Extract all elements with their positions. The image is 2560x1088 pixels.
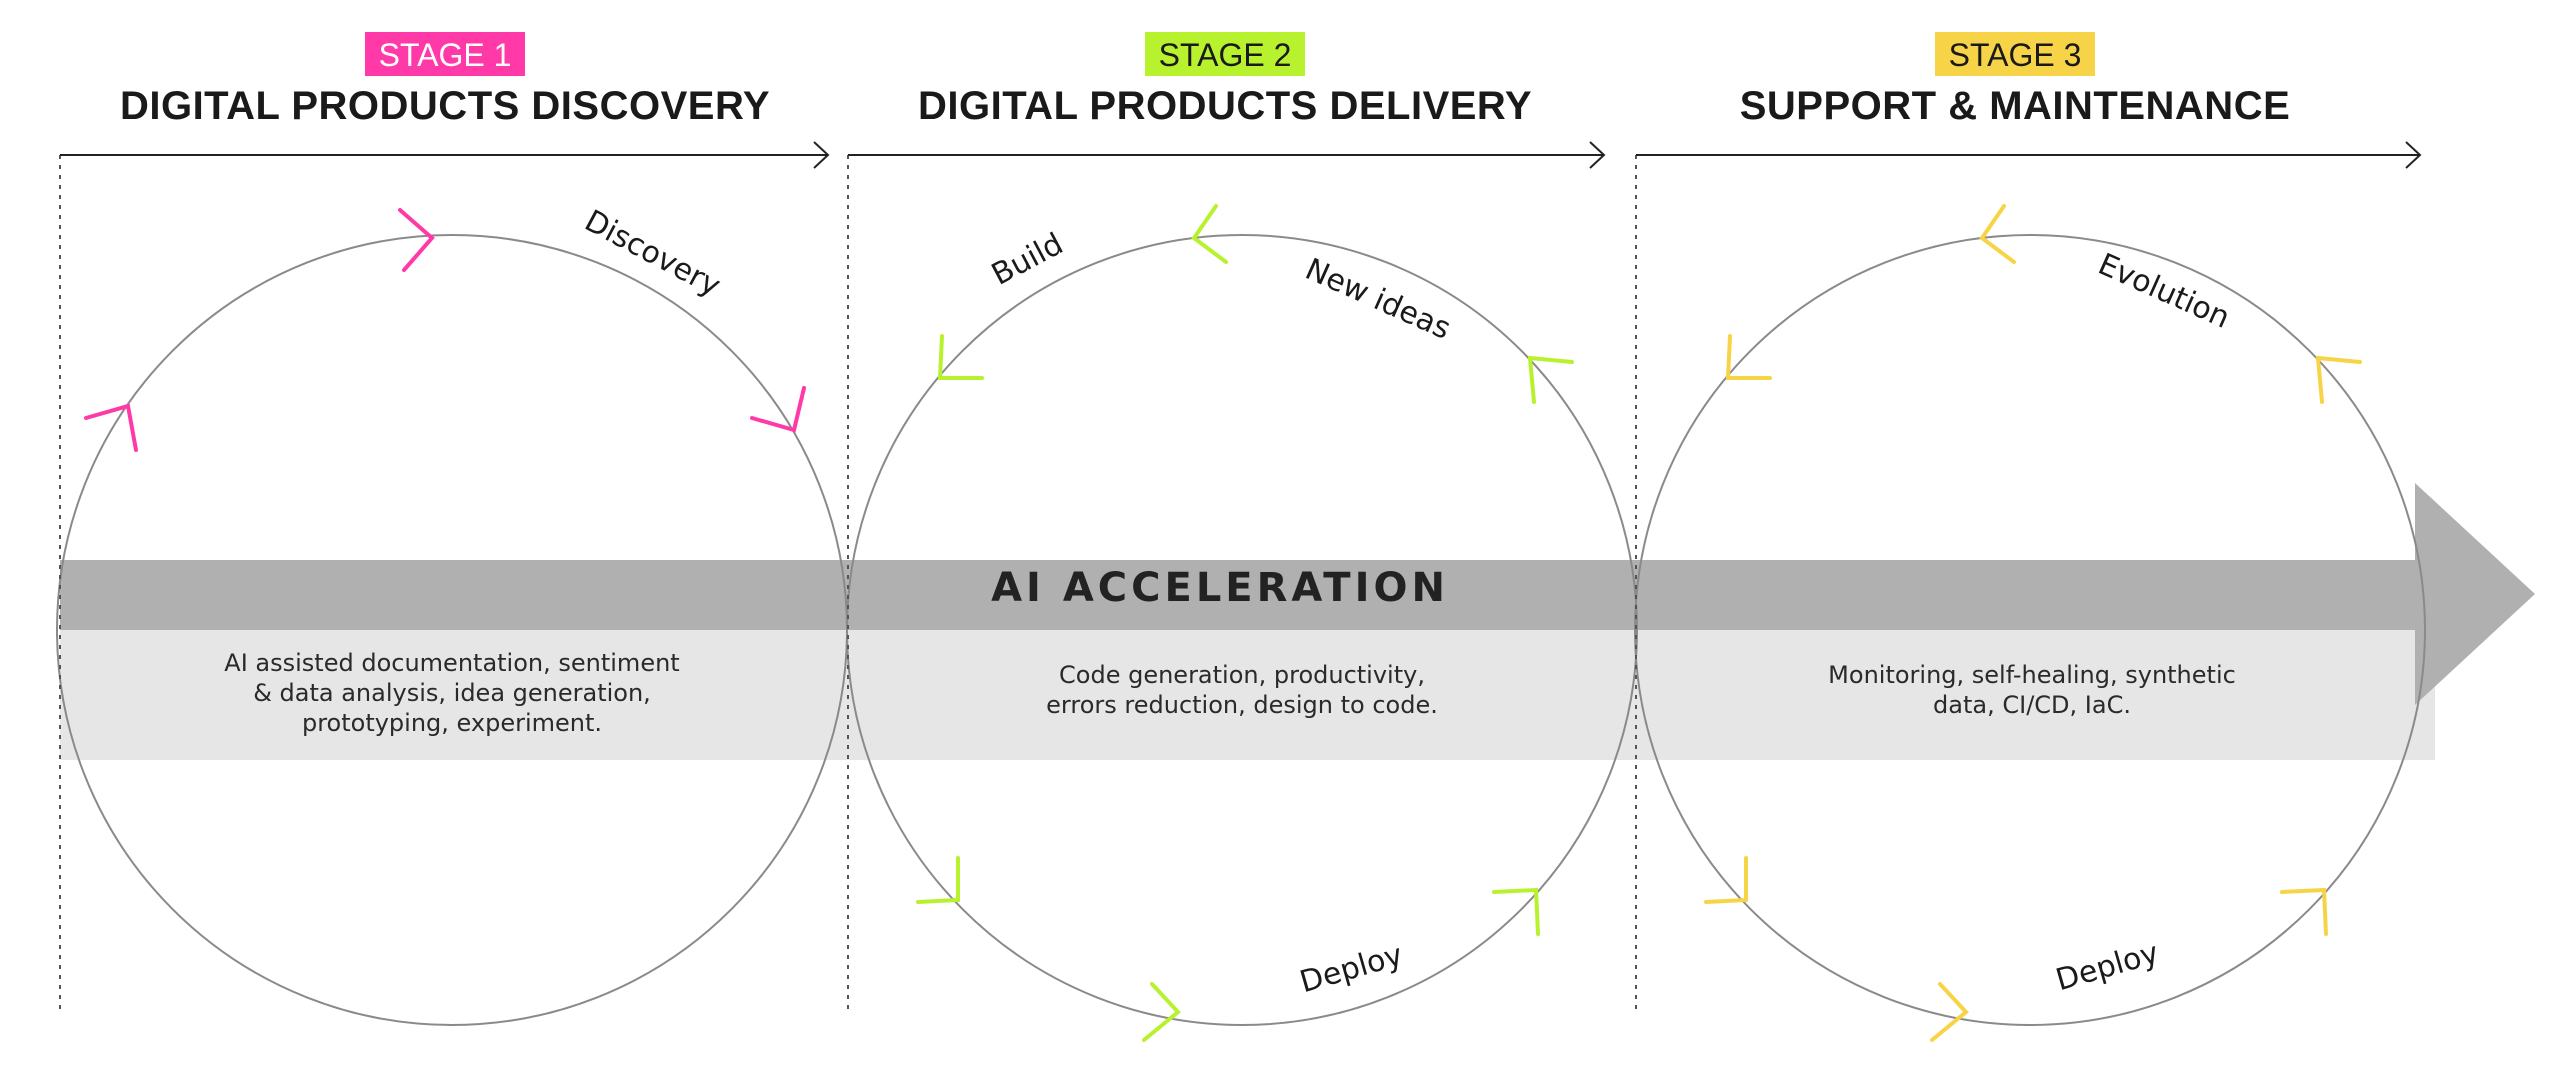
stage1-timeline-arrow xyxy=(60,141,830,169)
stage3-chevron-icon xyxy=(1930,982,1969,1042)
description-band xyxy=(60,630,2435,760)
stage2-chevron-icon xyxy=(916,856,960,904)
stage2-circle xyxy=(846,234,1638,1026)
stage2-chevron-icon xyxy=(1191,204,1228,264)
stage1-description: AI assisted documentation, sentiment & d… xyxy=(172,648,732,738)
stage1-chevron-icon xyxy=(750,386,806,433)
stage3-header: STAGE 3 SUPPORT & MAINTENANCE xyxy=(1625,32,2405,129)
stage1-header: STAGE 1 DIGITAL PRODUCTS DISCOVERY xyxy=(55,32,835,129)
description-line: Monitoring, self-healing, synthetic xyxy=(1828,661,2236,689)
stage2-header: STAGE 2 DIGITAL PRODUCTS DELIVERY xyxy=(835,32,1615,129)
stage3-timeline-arrow xyxy=(1636,141,2422,169)
acceleration-arrowhead xyxy=(2415,483,2535,705)
stage1-title: DIGITAL PRODUCTS DISCOVERY xyxy=(119,84,771,128)
stage3-label-evolution: Evolution xyxy=(2093,247,2235,336)
stage1-chevron-icon xyxy=(84,403,138,452)
description-line: & data analysis, idea generation, xyxy=(253,679,651,707)
stage3-chevron-icon xyxy=(1725,334,1772,380)
description-line: prototyping, experiment. xyxy=(301,709,603,737)
stage2-chevron-icon xyxy=(1492,887,1540,936)
stage2-badge: STAGE 2 xyxy=(1144,32,1306,76)
stage2-chevron-icon xyxy=(937,334,984,380)
stage3-chevron-icon xyxy=(2315,355,2362,404)
stage2-description: Code generation, productivity, errors re… xyxy=(962,660,1522,720)
stage3-title: SUPPORT & MAINTENANCE xyxy=(1739,84,2291,128)
stage3-chevron-icon xyxy=(1979,204,2016,264)
description-line: errors reduction, design to code. xyxy=(1046,691,1438,719)
stage2-chevron-icon xyxy=(1142,982,1181,1042)
acceleration-band xyxy=(60,560,2435,630)
stage3-circle xyxy=(1634,234,2426,1026)
stage2-label-new-ideas: New ideas xyxy=(1300,252,1456,347)
stage1-badge: STAGE 1 xyxy=(364,32,526,76)
stage2-title: DIGITAL PRODUCTS DELIVERY xyxy=(917,84,1533,128)
stage2-timeline-arrow xyxy=(848,141,1606,169)
stage3-badge: STAGE 3 xyxy=(1934,32,2096,76)
stage3-chevron-icon xyxy=(2280,887,2328,936)
stage3-description: Monitoring, self-healing, synthetic data… xyxy=(1752,660,2312,720)
stage2-chevron-icon xyxy=(1527,355,1574,404)
band-title: AI ACCELERATION xyxy=(991,565,1449,611)
stage3-label-deploy: Deploy xyxy=(2052,936,2163,999)
stage2-label-build: Build xyxy=(986,226,1069,292)
description-line: Code generation, productivity, xyxy=(1059,661,1425,689)
stage1-chevron-icon xyxy=(398,208,435,272)
description-line: data, CI/CD, IaC. xyxy=(1933,691,2131,719)
stage2-label-deploy: Deploy xyxy=(1296,938,1407,1001)
description-line: AI assisted documentation, sentiment xyxy=(224,649,680,677)
stage3-chevron-icon xyxy=(1704,856,1748,904)
